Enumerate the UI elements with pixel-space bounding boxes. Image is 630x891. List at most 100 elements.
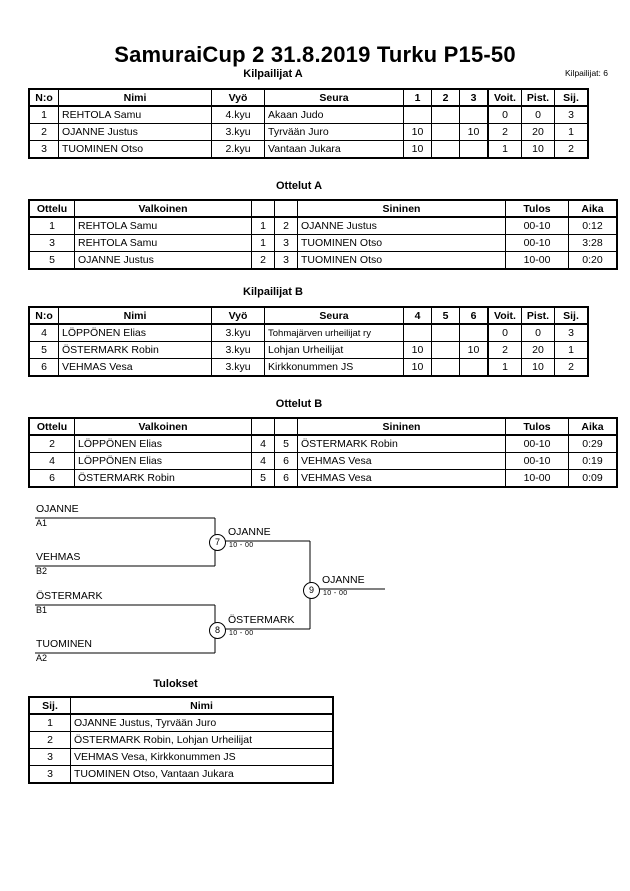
cell-result: 00-10 bbox=[505, 434, 569, 453]
table-row: 4 LÖPPÖNEN Elias 4 6 VEHMAS Vesa 00-10 0… bbox=[28, 452, 618, 470]
cell-match-6 bbox=[459, 323, 489, 342]
bracket-node-8: 8 bbox=[209, 622, 226, 639]
bracket-entry-seed-3: B1 bbox=[36, 605, 48, 615]
cell-name: ÖSTERMARK Robin, Lohjan Urheilijat bbox=[70, 731, 334, 749]
cell-time: 0:12 bbox=[568, 216, 618, 235]
bracket-entry-seed-2: B2 bbox=[36, 566, 48, 576]
competitors-table-b: N:o Nimi Vyö Seura 4 5 6 Voit. Pist. Sij… bbox=[28, 306, 589, 377]
cell-result: 00-10 bbox=[505, 452, 569, 470]
cell-result: 10-00 bbox=[505, 469, 569, 488]
table-row: 5 ÖSTERMARK Robin 3.kyu Lohjan Urheilija… bbox=[28, 341, 589, 359]
table-row: 3 TUOMINEN Otso, Vantaan Jukara bbox=[28, 765, 334, 784]
cell-match-5 bbox=[431, 358, 460, 377]
col-name: Nimi bbox=[58, 306, 212, 325]
cell-club: Vantaan Jukara bbox=[264, 140, 404, 159]
table-row: 6 VEHMAS Vesa 3.kyu Kirkkonummen JS 10 1… bbox=[28, 358, 589, 377]
cell-no: 3 bbox=[28, 140, 59, 159]
bracket-entry-name-1: OJANNE bbox=[36, 503, 79, 515]
cell-time: 0:29 bbox=[568, 434, 618, 453]
cell-rank: 3 bbox=[28, 748, 71, 766]
cell-belt: 2.kyu bbox=[211, 140, 265, 159]
col-white-no bbox=[251, 199, 275, 218]
cell-rank: 2 bbox=[554, 140, 589, 159]
cell-white: OJANNE Justus bbox=[74, 251, 252, 270]
cell-name: ÖSTERMARK Robin bbox=[58, 341, 212, 359]
col-rank: Sij. bbox=[554, 306, 589, 325]
table-header-row: Ottelu Valkoinen Sininen Tulos Aika bbox=[28, 199, 618, 218]
section-label-results: Tulokset bbox=[153, 678, 198, 690]
cell-points: 10 bbox=[521, 140, 555, 159]
cell-match-3 bbox=[459, 105, 489, 124]
cell-time: 0:09 bbox=[568, 469, 618, 488]
bracket-node-9-score: 10 - 00 bbox=[323, 590, 348, 597]
page-title: SamuraiCup 2 31.8.2019 Turku P15-50 bbox=[114, 42, 516, 67]
cell-points: 20 bbox=[521, 123, 555, 141]
table-header-row: Sij. Nimi bbox=[28, 696, 334, 715]
cell-blue: VEHMAS Vesa bbox=[297, 452, 506, 470]
cell-club: Akaan Judo bbox=[264, 105, 404, 124]
col-blue: Sininen bbox=[297, 417, 506, 436]
section-label-matches-b: Ottelut B bbox=[275, 398, 323, 410]
cell-name: TUOMINEN Otso bbox=[58, 140, 212, 159]
section-label-competitors-a: Kilpailijat A bbox=[243, 68, 303, 80]
col-match-3: 3 bbox=[459, 88, 489, 107]
col-match-1: 1 bbox=[403, 88, 432, 107]
cell-rank: 2 bbox=[28, 731, 71, 749]
cell-match-4 bbox=[403, 323, 432, 342]
cell-wins: 1 bbox=[487, 140, 522, 159]
col-match-6: 6 bbox=[459, 306, 489, 325]
cell-match-1 bbox=[403, 105, 432, 124]
cell-match-2 bbox=[431, 140, 460, 159]
col-belt: Vyö bbox=[211, 306, 265, 325]
cell-white: LÖPPÖNEN Elias bbox=[74, 434, 252, 453]
matches-table-a: Ottelu Valkoinen Sininen Tulos Aika 1 RE… bbox=[28, 199, 618, 270]
cell-white-no: 4 bbox=[251, 452, 275, 470]
col-blue-no bbox=[274, 199, 298, 218]
col-time: Aika bbox=[568, 199, 618, 218]
cell-no: 4 bbox=[28, 323, 59, 342]
table-row: 6 ÖSTERMARK Robin 5 6 VEHMAS Vesa 10-00 … bbox=[28, 469, 618, 488]
cell-result: 00-10 bbox=[505, 216, 569, 235]
table-row: 3 REHTOLA Samu 1 3 TUOMINEN Otso 00-10 3… bbox=[28, 234, 618, 252]
cell-blue: VEHMAS Vesa bbox=[297, 469, 506, 488]
col-match-4: 4 bbox=[403, 306, 432, 325]
cell-rank: 1 bbox=[28, 713, 71, 732]
cell-match-1: 10 bbox=[403, 123, 432, 141]
cell-name: VEHMAS Vesa, Kirkkonummen JS bbox=[70, 748, 334, 766]
competitor-count: Kilpailijat: 6 bbox=[565, 68, 608, 78]
cell-rank: 2 bbox=[554, 358, 589, 377]
table-row: 5 OJANNE Justus 2 3 TUOMINEN Otso 10-00 … bbox=[28, 251, 618, 270]
cell-no: 6 bbox=[28, 358, 59, 377]
cell-name: LÖPPÖNEN Elias bbox=[58, 323, 212, 342]
cell-result: 10-00 bbox=[505, 251, 569, 270]
cell-name: OJANNE Justus bbox=[58, 123, 212, 141]
col-rank: Sij. bbox=[554, 88, 589, 107]
cell-belt: 3.kyu bbox=[211, 358, 265, 377]
col-no: N:o bbox=[28, 306, 59, 325]
cell-white-no: 4 bbox=[251, 434, 275, 453]
cell-wins: 2 bbox=[487, 123, 522, 141]
cell-belt: 3.kyu bbox=[211, 123, 265, 141]
cell-time: 3:28 bbox=[568, 234, 618, 252]
col-match-no: Ottelu bbox=[28, 417, 75, 436]
cell-white: REHTOLA Samu bbox=[74, 216, 252, 235]
bracket-entry-seed-1: A1 bbox=[36, 518, 48, 528]
col-time: Aika bbox=[568, 417, 618, 436]
cell-club: Kirkkonummen JS bbox=[264, 358, 404, 377]
cell-match-3: 10 bbox=[459, 123, 489, 141]
col-points: Pist. bbox=[521, 306, 555, 325]
cell-points: 20 bbox=[521, 341, 555, 359]
cell-match-no: 2 bbox=[28, 434, 75, 453]
cell-white-no: 2 bbox=[251, 251, 275, 270]
cell-match-5 bbox=[431, 323, 460, 342]
col-wins: Voit. bbox=[487, 88, 522, 107]
cell-white-no: 5 bbox=[251, 469, 275, 488]
bracket-node-9: 9 bbox=[303, 582, 320, 599]
col-wins: Voit. bbox=[487, 306, 522, 325]
bracket-node-7: 7 bbox=[209, 534, 226, 551]
bracket-entry-name-3: ÖSTERMARK bbox=[36, 590, 103, 602]
col-name: Nimi bbox=[58, 88, 212, 107]
cell-match-6 bbox=[459, 358, 489, 377]
results-table: Sij. Nimi 1 OJANNE Justus, Tyrvään Juro … bbox=[28, 696, 334, 784]
cell-match-no: 4 bbox=[28, 452, 75, 470]
